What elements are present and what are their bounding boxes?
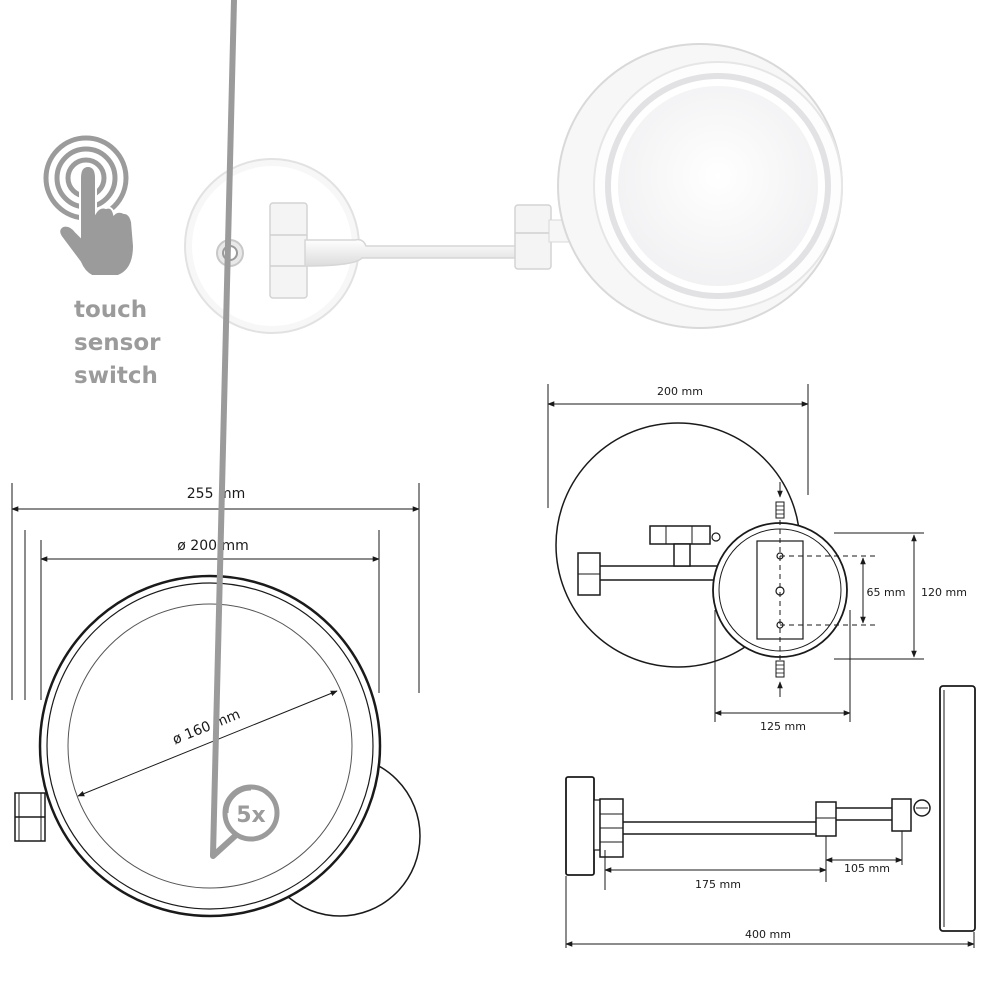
dimension-overall-width: 255 mm xyxy=(11,486,420,512)
touch-label-line-3: switch xyxy=(74,363,158,389)
dimension-arm-second-length: 105 mm xyxy=(825,857,903,875)
plate-height-label: 120 mm xyxy=(921,586,967,599)
dimension-overall-length: 400 mm xyxy=(565,928,975,947)
side-view: 175 mm 105 mm 400 mm xyxy=(565,685,976,948)
magnifier-icon: 5x xyxy=(210,0,280,859)
dimension-plate-width: 125 mm xyxy=(714,710,851,733)
dimension-mount-width: 200 mm xyxy=(547,385,809,407)
touch-label-line-1: touch xyxy=(74,297,148,323)
touch-label-line-2: sensor xyxy=(74,330,161,356)
arm-length-label: 175 mm xyxy=(695,878,741,891)
dimension-hole-spacing: 65 mm xyxy=(860,557,906,624)
dimension-plate-height: 120 mm xyxy=(911,534,967,658)
dimension-arm-length: 175 mm xyxy=(604,867,827,891)
overall-width-label: 255 mm xyxy=(187,486,245,502)
magnification-label: 5x xyxy=(236,803,266,828)
front-view: 255 mm ø 200 mm ø 160 mm xyxy=(11,0,421,918)
outer-diameter-label: ø 200 mm xyxy=(177,538,248,554)
mount-width-label: 200 mm xyxy=(657,385,703,398)
touch-finger-icon xyxy=(43,135,136,277)
product-photo xyxy=(184,43,843,334)
plate-width-label: 125 mm xyxy=(760,720,806,733)
touch-sensor-label: touch sensor switch xyxy=(74,294,184,393)
hole-spacing-label: 65 mm xyxy=(867,586,906,599)
arm-second-length-label: 105 mm xyxy=(844,862,890,875)
hinge xyxy=(14,792,46,842)
dimension-outer-diameter: ø 200 mm xyxy=(40,538,380,562)
mount-view: 200 mm xyxy=(547,384,967,733)
overall-length-label: 400 mm xyxy=(745,928,791,941)
